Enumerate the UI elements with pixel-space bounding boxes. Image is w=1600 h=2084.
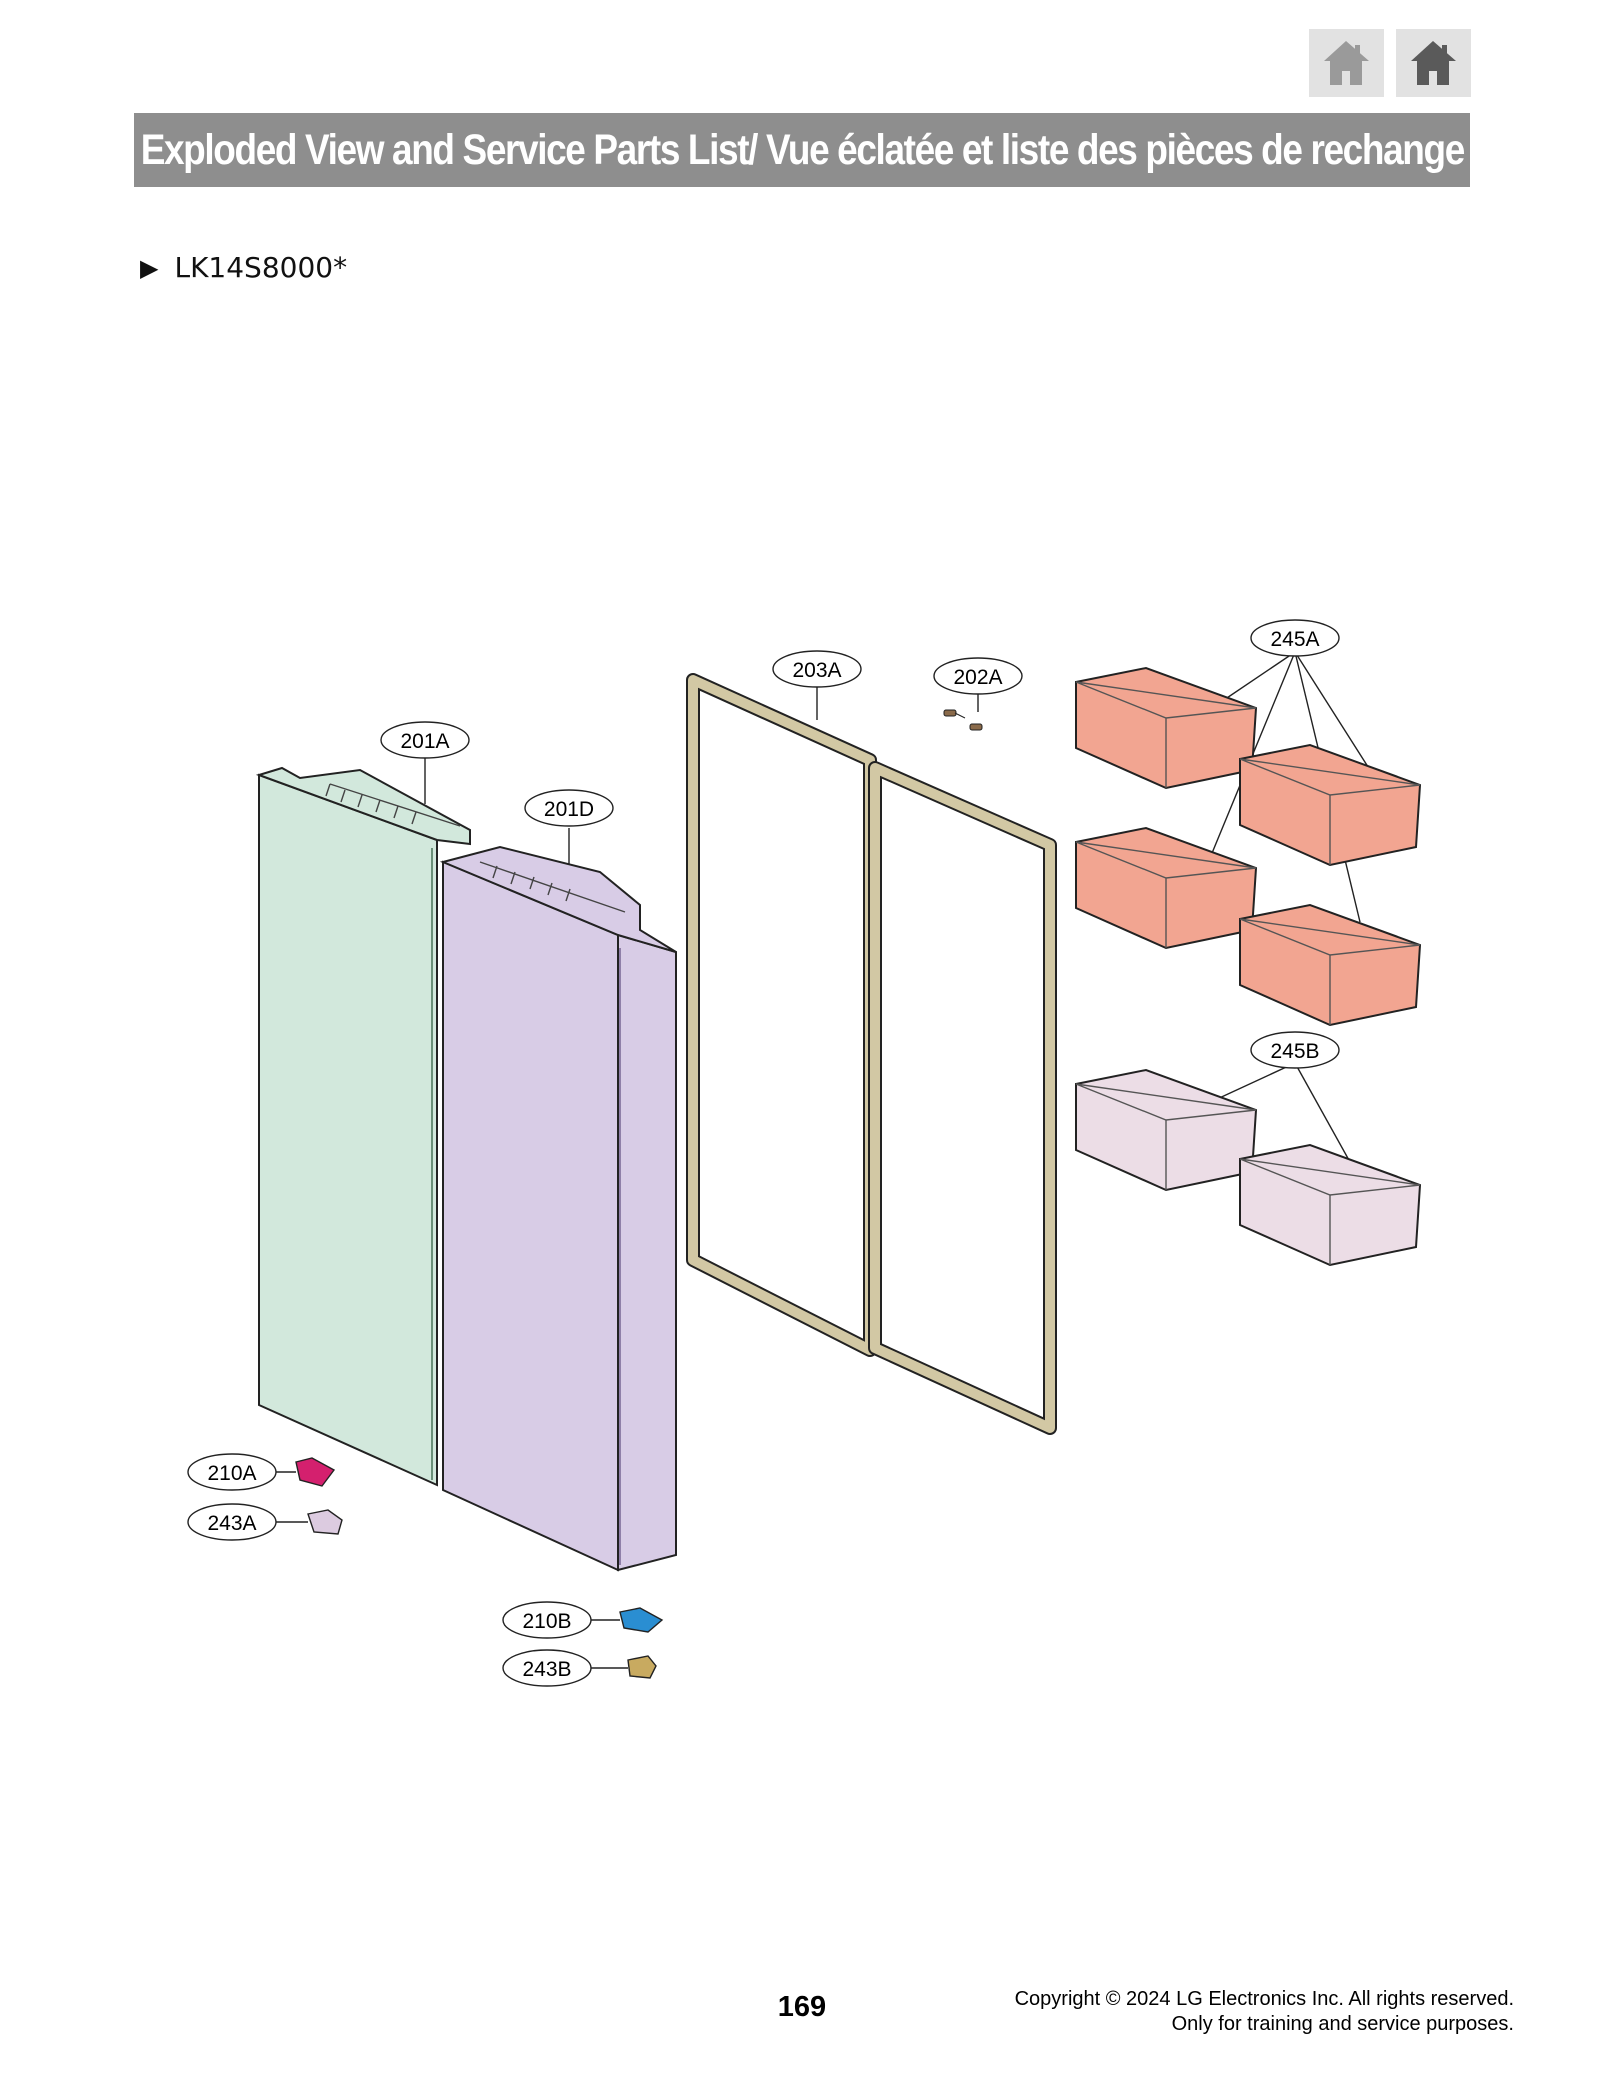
copyright-line-2: Only for training and service purposes. [1171, 2013, 1514, 2035]
home-button-2[interactable] [1396, 29, 1471, 97]
copyright-line-1: Copyright © 2024 LG Electronics Inc. All… [1014, 1988, 1514, 2010]
callout-label: 201A [400, 730, 449, 753]
callout-label: 245B [1270, 1040, 1319, 1063]
triangle-marker-icon: ▶ [140, 253, 159, 282]
part-243A [307, 1509, 343, 1535]
part-201A-door [255, 766, 471, 1487]
callout-label: 210A [207, 1462, 256, 1485]
callout-label: 243B [522, 1658, 571, 1681]
callout-label: 243A [207, 1512, 256, 1535]
home-icon [1411, 41, 1456, 85]
home-button-1[interactable] [1309, 29, 1384, 97]
title-bar: Exploded View and Service Parts List/ Vu… [134, 113, 1470, 187]
part-201D-door [439, 845, 677, 1572]
home-icon [1324, 41, 1369, 85]
callout-label: 210B [522, 1610, 571, 1633]
callout-label: 203A [792, 659, 841, 682]
model-name: LK14S8000* [174, 251, 348, 284]
part-210A [295, 1457, 336, 1487]
part-243B [627, 1655, 657, 1679]
part-245B-bins [1075, 1068, 1422, 1267]
page-title: Exploded View and Service Parts List/ Vu… [140, 125, 1465, 174]
part-202A-screws [943, 709, 983, 731]
model-heading: ▶ LK14S8000* [140, 251, 347, 284]
part-210B [619, 1607, 664, 1633]
callout-label: 201D [544, 798, 594, 821]
copyright-notice: Copyright © 2024 LG Electronics Inc. All… [1015, 1987, 1514, 2037]
part-245A-bins [1075, 666, 1422, 1027]
callout-label: 202A [953, 666, 1002, 689]
callout-label: 245A [1270, 628, 1319, 651]
page-number: 169 [777, 1991, 827, 2023]
part-203A-gasket [686, 673, 1057, 1435]
